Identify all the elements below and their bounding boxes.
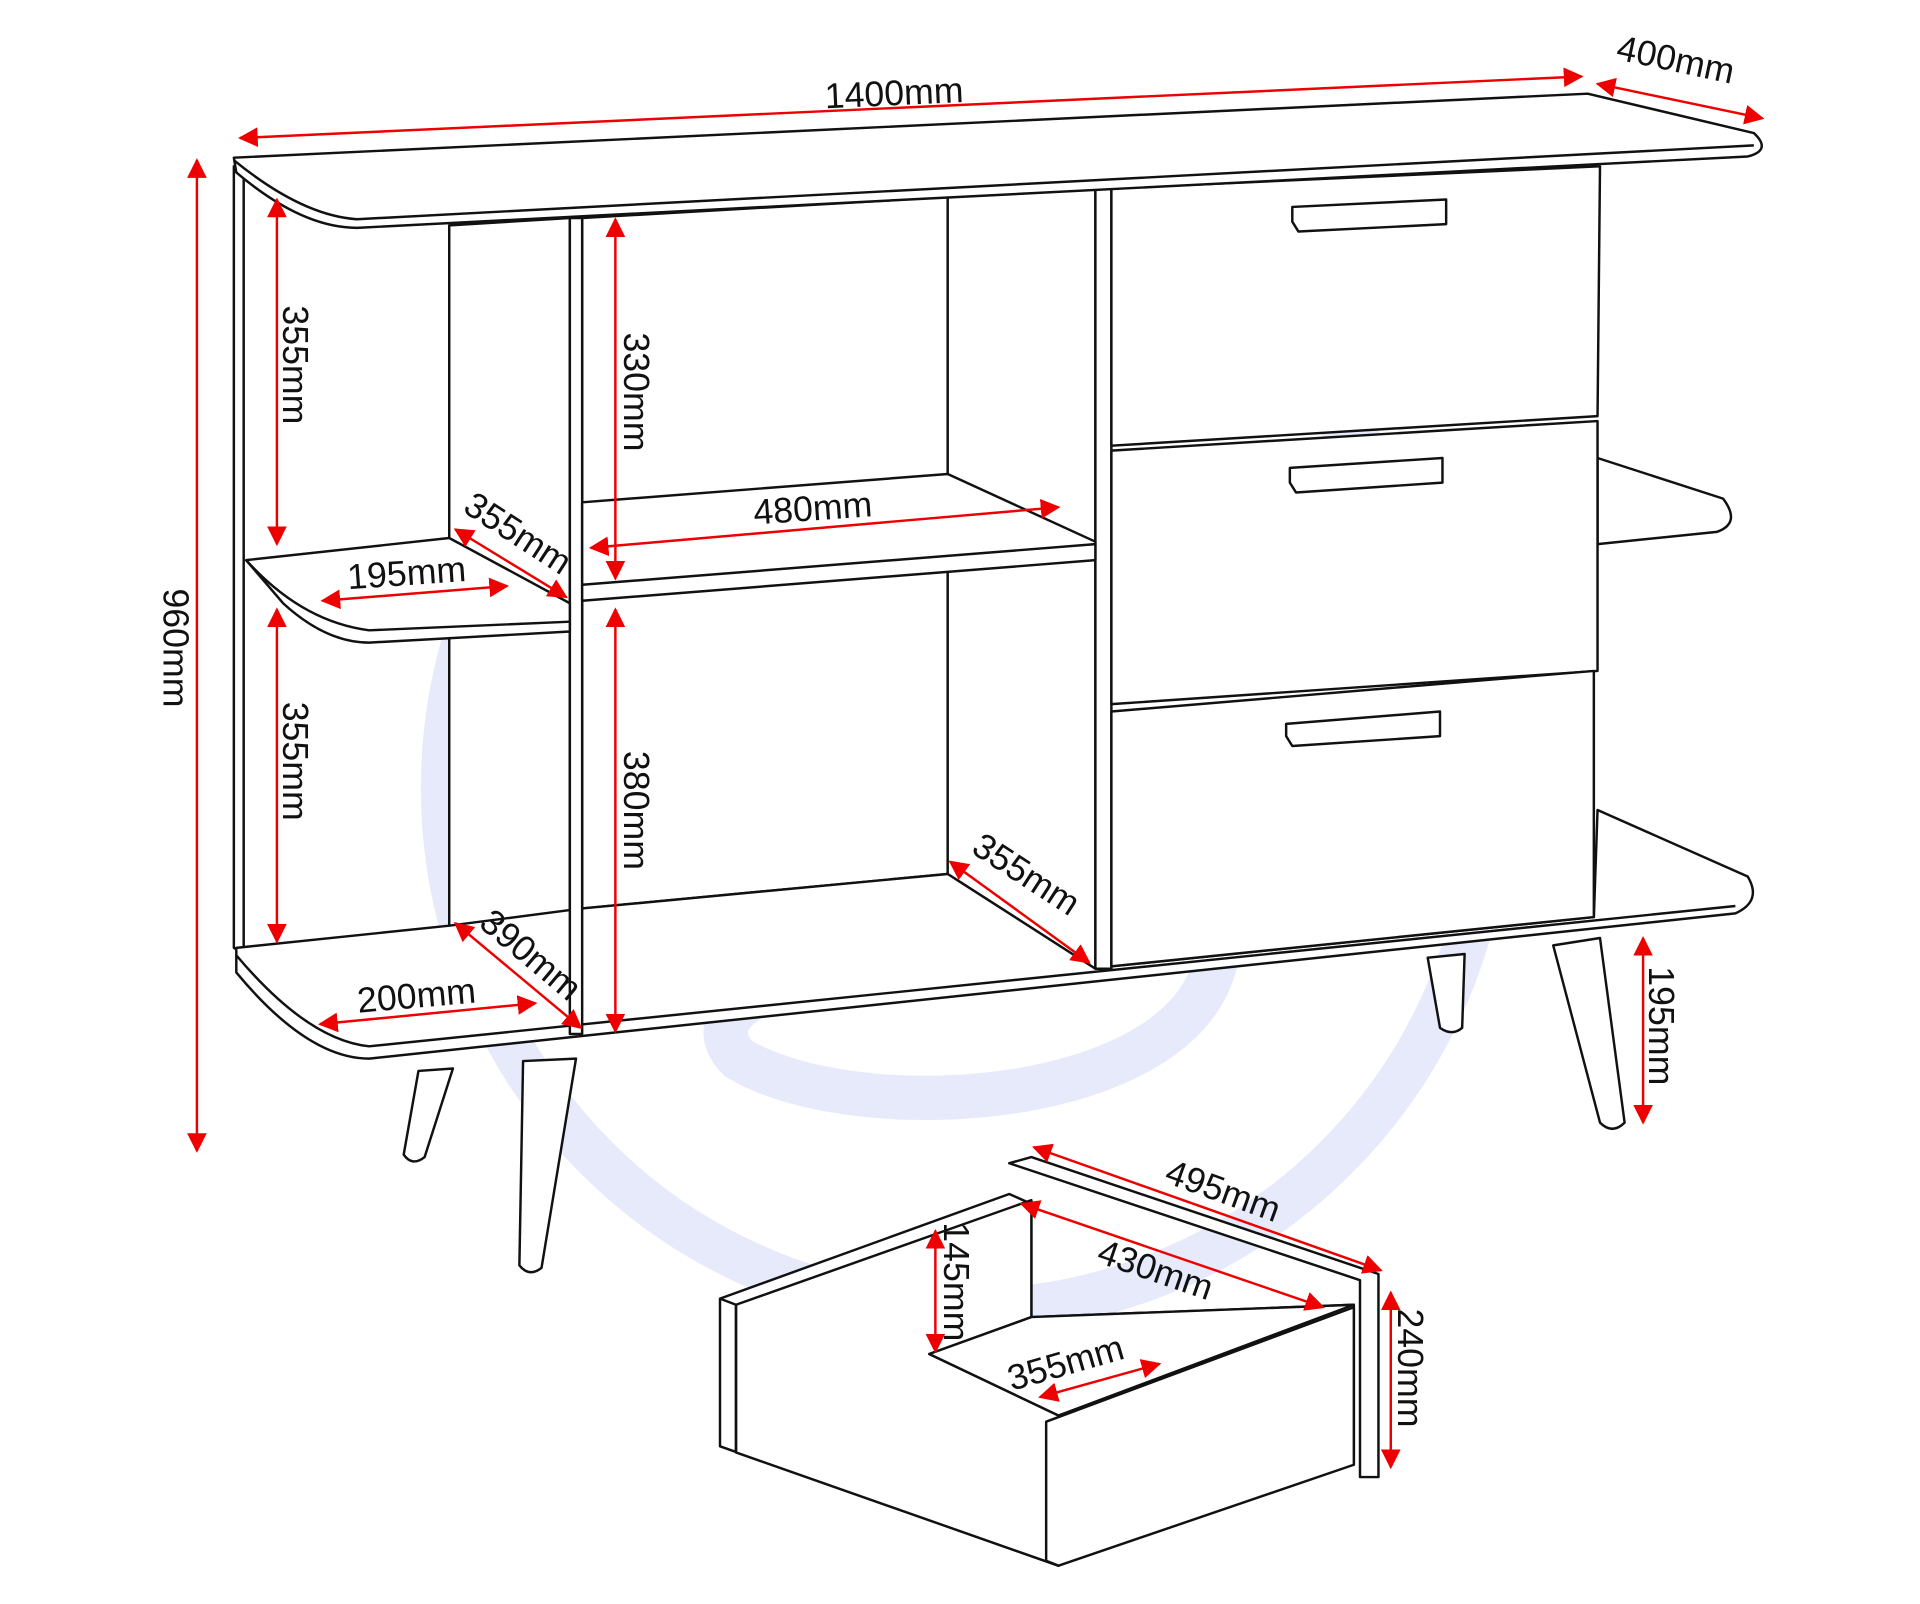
right-shelf xyxy=(1596,456,1733,546)
dimension-lines xyxy=(187,67,1765,1470)
label-depth: 400mm xyxy=(1613,28,1738,92)
label-leg-height: 195mm xyxy=(1641,966,1681,1085)
label-width: 1400mm xyxy=(824,70,965,116)
leg-front-left-back xyxy=(402,1067,455,1163)
drawer-detail xyxy=(718,1155,1380,1567)
label-drawer-inner-height: 145mm xyxy=(936,1222,976,1341)
leg-front-right xyxy=(1552,936,1626,1130)
drawer-right-side xyxy=(1044,1306,1356,1567)
dimension-line-left-shelf-depth xyxy=(453,528,568,599)
left-shelf-edge xyxy=(245,559,570,632)
drawer-2 xyxy=(1110,419,1599,706)
dimension-line-width xyxy=(238,67,1584,148)
label-left-shelf-width: 195mm xyxy=(346,549,468,597)
leg-back-right xyxy=(1426,952,1466,1034)
dimension-line-center-width xyxy=(588,498,1061,557)
left-side-panel xyxy=(232,165,245,956)
dimension-line-center-depth xyxy=(948,860,1091,964)
label-left-upper-height: 355mm xyxy=(275,305,315,424)
label-height: 960mm xyxy=(156,588,196,707)
bottom-panel-edge xyxy=(235,904,1736,1048)
drawer-3 xyxy=(1110,669,1596,968)
left-divider xyxy=(568,216,584,1036)
dimension-line-bottom-left-depth xyxy=(453,921,583,1030)
drawer-handle-1 xyxy=(1291,198,1448,233)
top-panel-edge xyxy=(233,144,1754,221)
drawer-back-edge xyxy=(719,1297,738,1453)
label-drawer-front-height: 240mm xyxy=(1390,1308,1430,1427)
label-left-lower-height: 355mm xyxy=(275,702,315,821)
label-center-upper-height: 330mm xyxy=(616,332,656,451)
leg-front-left xyxy=(518,1057,578,1274)
label-center-lower-height: 380mm xyxy=(616,751,656,870)
dimension-line-drawer-inner-width xyxy=(1038,1359,1162,1402)
dimension-line-drawer-inner-depth xyxy=(1019,1200,1325,1311)
dimension-line-depth xyxy=(1595,77,1765,125)
drawer-1 xyxy=(1110,165,1602,447)
drawer-handle-3 xyxy=(1284,710,1442,748)
label-center-width: 480mm xyxy=(752,484,874,532)
drawer-handle-2 xyxy=(1288,456,1444,494)
right-divider xyxy=(1094,187,1113,971)
